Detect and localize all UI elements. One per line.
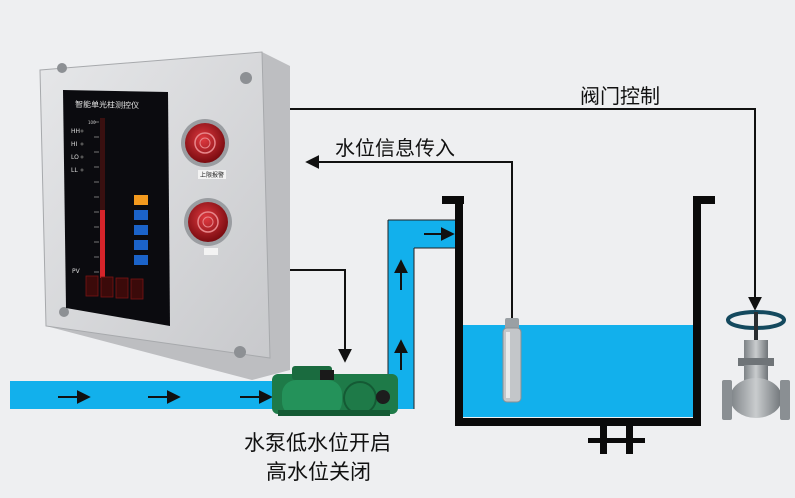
water-tank [442, 196, 715, 454]
panel-button-3[interactable] [134, 225, 148, 235]
gate-valve [722, 310, 790, 420]
level-signal-in-label: 水位信息传入 [335, 136, 455, 160]
panel-button-5[interactable] [134, 255, 148, 265]
alarm-label-hi: HI [71, 141, 78, 148]
alarm-lamp-label: 上限报警 [200, 171, 224, 179]
pv-digital-readout [85, 275, 144, 300]
alarm-lamp-lower [184, 198, 232, 255]
tank-water [460, 325, 697, 417]
pump-rule-line1: 水泵低水位开启 [244, 431, 391, 455]
flow-arrows [58, 227, 455, 404]
controller-display-panel [63, 90, 170, 326]
water-pump [272, 366, 398, 416]
panel-button-1[interactable] [134, 195, 148, 205]
panel-button-4[interactable] [134, 240, 148, 250]
panel-button-2[interactable] [134, 210, 148, 220]
pump-rule-line2: 高水位关闭 [266, 460, 371, 484]
level-sensor-probe [502, 318, 522, 403]
valve-control-label: 阀门控制 [580, 84, 660, 108]
alarm-lamp-upper [181, 119, 229, 179]
scale-top-label: 100 [88, 120, 96, 125]
alarm-label-ll: LL [71, 167, 78, 174]
alarm-label-hh: HH [71, 128, 80, 135]
controller-title: 智能单光柱测控仪 [75, 99, 139, 110]
alarm-label-lo: LO [71, 154, 79, 161]
pv-label: PV [72, 268, 81, 275]
